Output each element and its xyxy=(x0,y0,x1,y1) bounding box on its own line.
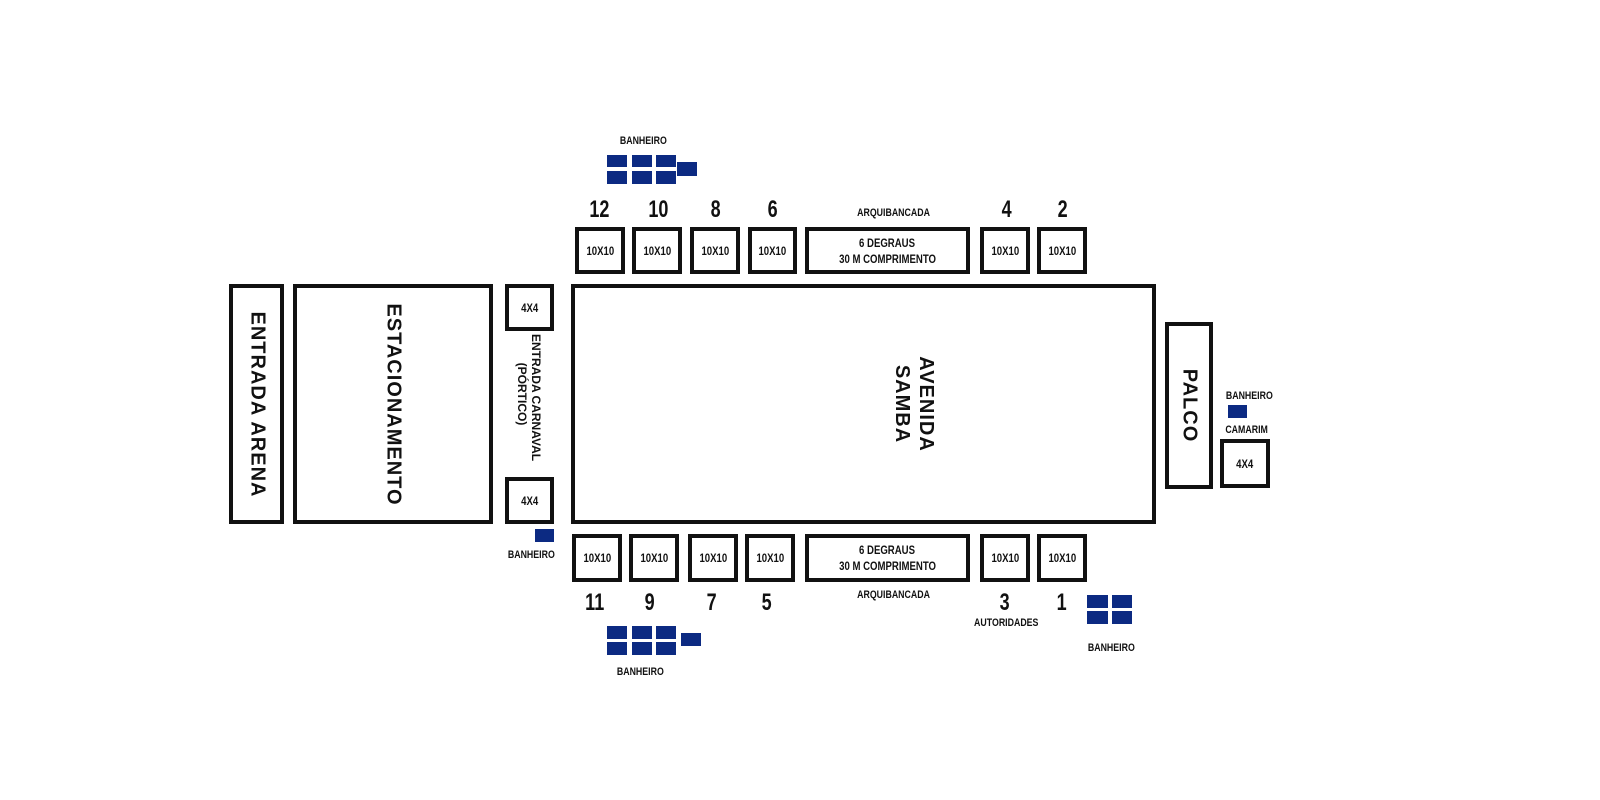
booth-number: 6 xyxy=(767,196,778,223)
arquibancada-title-top: ARQUIBANCADA xyxy=(857,207,930,219)
tent-label: 4X4 xyxy=(520,300,539,315)
banheiro-label-bottom-left: BANHEIRO xyxy=(616,666,664,678)
toilet-icon xyxy=(677,162,697,176)
toilet-icon xyxy=(656,642,676,655)
estacionamento-area: ESTACIONAMENTO xyxy=(293,284,493,524)
booth-size: 10X10 xyxy=(1048,551,1076,565)
booth-number: 8 xyxy=(710,196,721,223)
toilet-icon xyxy=(1087,595,1108,608)
booth-size: 10X10 xyxy=(756,551,784,565)
booth-number: 5 xyxy=(761,589,772,616)
arquibancada-line2: 30 M COMPRIMENTO xyxy=(839,251,936,266)
booth-number: 7 xyxy=(706,589,717,616)
banheiro-label-portico: BANHEIRO xyxy=(507,549,555,561)
booth-number: 9 xyxy=(644,589,655,616)
toilet-icon xyxy=(656,171,676,184)
toilet-icon xyxy=(632,155,652,167)
estacionamento-label: ESTACIONAMENTO xyxy=(382,302,405,506)
avenida-samba-area: AVENIDA SAMBA xyxy=(571,284,1156,524)
toilet-icon xyxy=(535,529,554,542)
portico-tent-top: 4X4 xyxy=(505,284,554,331)
toilet-icon xyxy=(632,642,652,655)
banheiro-label-camarim: BANHEIRO xyxy=(1225,390,1273,402)
booth-size: 10X10 xyxy=(583,551,611,565)
booth-number: 4 xyxy=(1001,196,1012,223)
toilet-icon xyxy=(607,626,627,639)
toilet-icon xyxy=(1228,405,1247,418)
entrada-arena-label: ENTRADA ARENA xyxy=(246,311,268,497)
autoridades-label: AUTORIDADES xyxy=(974,617,1039,629)
entrada-arena-area: ENTRADA ARENA xyxy=(229,284,284,524)
booth-size: 10X10 xyxy=(991,243,1019,258)
arquibancada-line1: 6 DEGRAUS xyxy=(859,543,916,557)
toilet-icon xyxy=(1112,611,1132,624)
booth-4: 10X10 xyxy=(980,227,1030,274)
booth-3: 10X10 xyxy=(980,534,1030,582)
entrada-carnaval-label: ENTRADA CARNAVAL (PÓRTICO) xyxy=(515,334,543,462)
booth-size: 10X10 xyxy=(699,551,727,565)
booth-6: 10X10 xyxy=(748,227,797,274)
booth-size: 10X10 xyxy=(701,243,729,258)
camarim-tent: 4X4 xyxy=(1220,439,1270,488)
booth-size: 10X10 xyxy=(758,243,787,258)
toilet-icon xyxy=(656,155,676,167)
tent-label: 4X4 xyxy=(1236,456,1254,471)
booth-number: 2 xyxy=(1057,196,1068,223)
booth-10: 10X10 xyxy=(632,227,682,274)
toilet-icon xyxy=(1087,611,1108,624)
booth-2: 10X10 xyxy=(1037,227,1087,274)
camarim-label: CAMARIM xyxy=(1225,424,1268,436)
toilet-icon xyxy=(607,171,627,184)
booth-8: 10X10 xyxy=(690,227,740,274)
booth-1: 10X10 xyxy=(1037,534,1087,582)
avenida-samba-label: AVENIDA SAMBA xyxy=(890,356,938,452)
booth-12: 10X10 xyxy=(575,227,625,274)
arquibancada-line1: 6 DEGRAUS xyxy=(859,235,916,250)
banheiro-label-top: BANHEIRO xyxy=(619,135,667,147)
toilet-icon xyxy=(632,626,652,639)
booth-number: 3 xyxy=(999,589,1010,616)
booth-7: 10X10 xyxy=(688,534,738,582)
booth-size: 10X10 xyxy=(643,243,671,258)
booth-11: 10X10 xyxy=(572,534,622,582)
booth-number: 12 xyxy=(589,196,610,223)
booth-size: 10X10 xyxy=(1048,243,1076,258)
toilet-icon xyxy=(1112,595,1132,608)
booth-5: 10X10 xyxy=(745,534,795,582)
arquibancada-title-bottom: ARQUIBANCADA xyxy=(857,589,930,601)
booth-size: 10X10 xyxy=(640,551,668,565)
toilet-icon xyxy=(607,642,627,655)
toilet-icon xyxy=(656,626,676,639)
booth-number: 1 xyxy=(1056,589,1067,616)
tent-label: 4X4 xyxy=(520,493,539,508)
entrada-carnaval-line2: (PÓRTICO) xyxy=(515,362,529,426)
banheiro-label-bottom-right: BANHEIRO xyxy=(1087,642,1135,654)
arquibancada-bottom: 6 DEGRAUS 30 M COMPRIMENTO xyxy=(805,534,970,582)
arquibancada-line2: 30 M COMPRIMENTO xyxy=(839,559,936,573)
booth-number: 11 xyxy=(585,589,605,616)
avenida-line1: AVENIDA xyxy=(914,356,937,452)
palco-label: PALCO xyxy=(1178,368,1201,443)
booth-size: 10X10 xyxy=(991,551,1019,565)
booth-9: 10X10 xyxy=(629,534,679,582)
booth-number: 10 xyxy=(648,196,669,223)
entrada-carnaval-line1: ENTRADA CARNAVAL xyxy=(529,334,543,462)
arquibancada-top: 6 DEGRAUS 30 M COMPRIMENTO xyxy=(805,227,970,274)
avenida-line2: SAMBA xyxy=(890,364,913,444)
portico-tent-bottom: 4X4 xyxy=(505,477,554,524)
booth-size: 10X10 xyxy=(586,243,614,258)
toilet-icon xyxy=(681,633,701,646)
toilet-icon xyxy=(607,155,627,167)
palco-area: PALCO xyxy=(1165,322,1213,489)
toilet-icon xyxy=(632,171,652,184)
